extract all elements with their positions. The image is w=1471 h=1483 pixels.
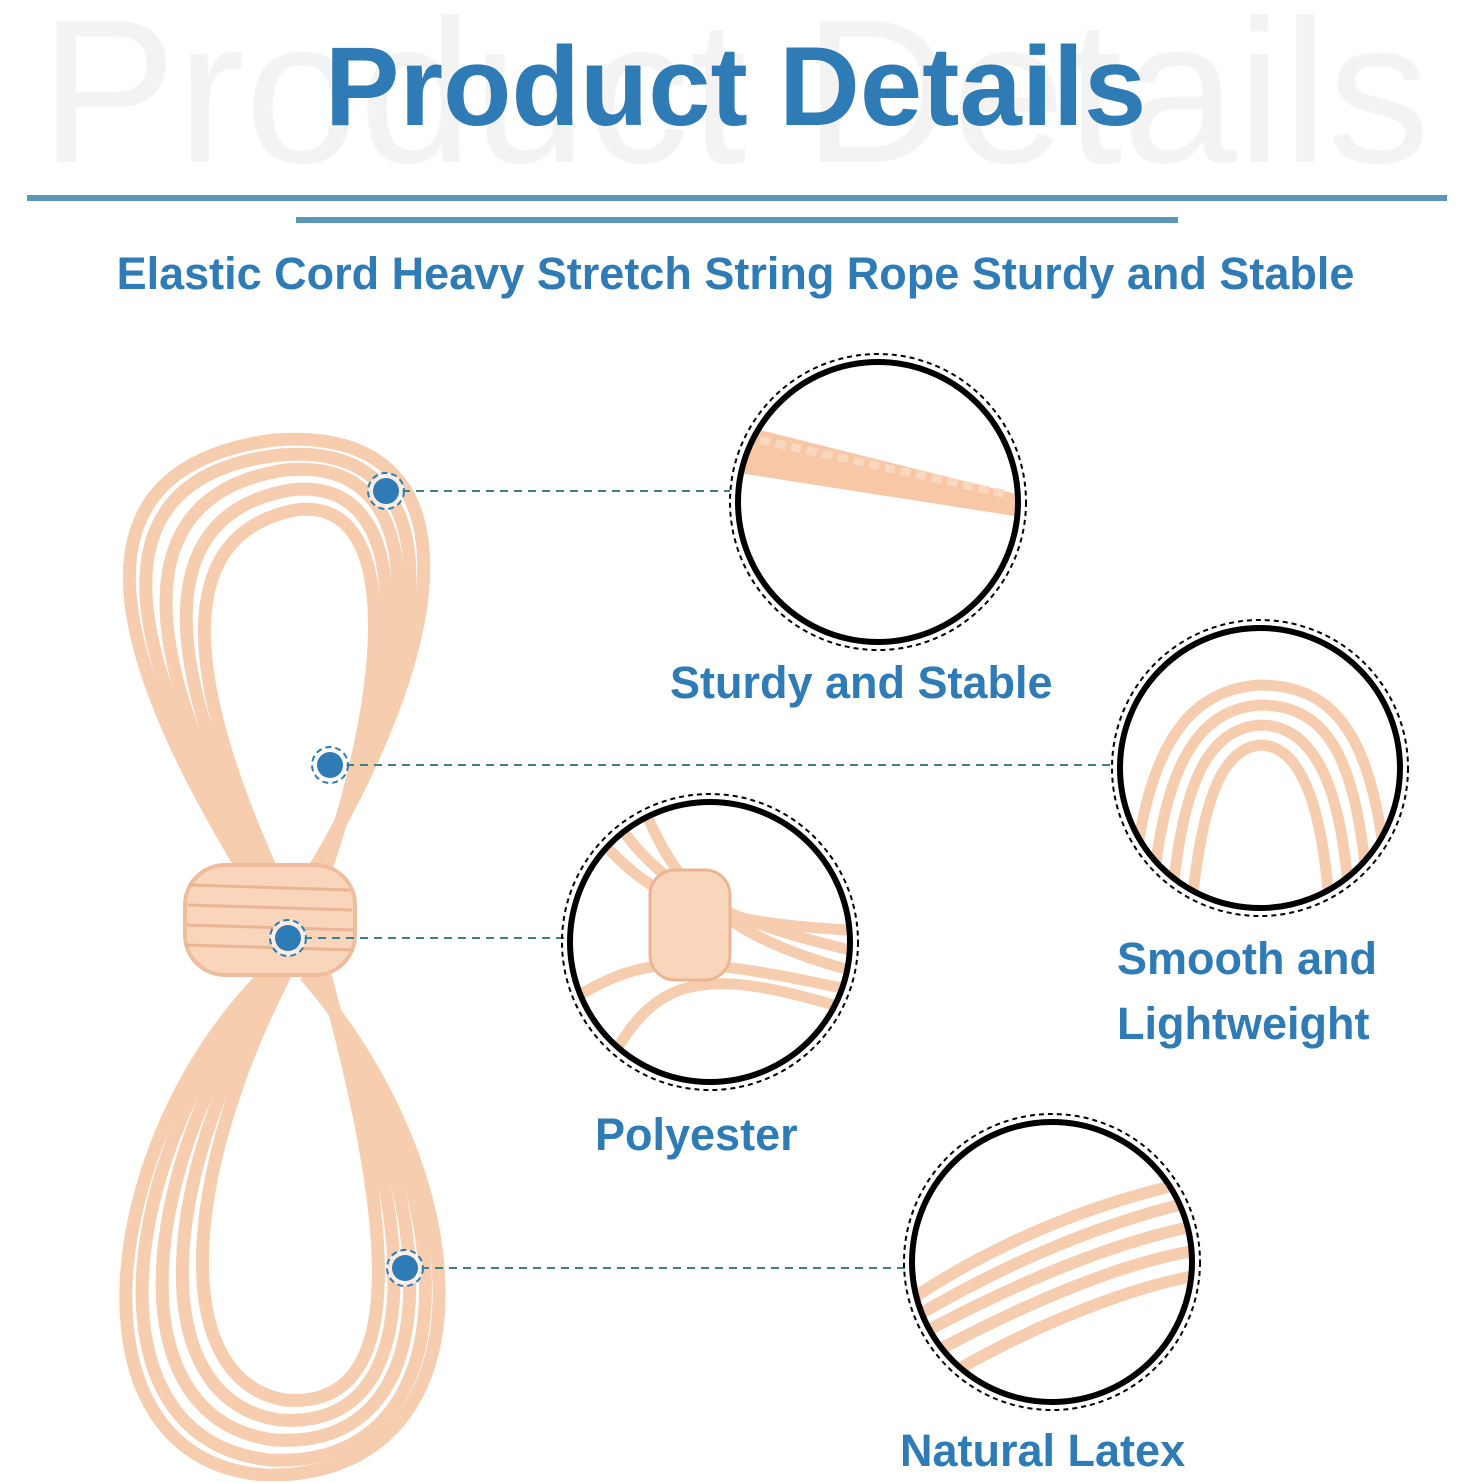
subtitle: Elastic Cord Heavy Stretch String Rope S… — [116, 248, 1355, 299]
feature-label-latex: Natural Latex — [900, 1425, 1186, 1476]
feature-label-sturdy: Sturdy and Stable — [670, 657, 1053, 708]
callout-dot-3 — [269, 919, 307, 957]
divider-long — [27, 195, 1447, 201]
detail-circle-smooth — [1111, 619, 1409, 917]
detail-circle-latex — [903, 1113, 1201, 1411]
callout-dots — [269, 472, 424, 1287]
detail-circle-polyester — [561, 793, 859, 1091]
callout-lines — [304, 490, 1110, 1269]
feature-label-smooth-line2: Lightweight — [1117, 998, 1370, 1049]
callout-dot-1 — [367, 472, 405, 510]
feature-label-smooth-line1: Smooth and — [1117, 933, 1377, 984]
watermark-image — [0, 0, 1471, 200]
elastic-cord-bundle-image — [119, 432, 446, 1481]
detail-circle-sturdy — [729, 353, 1027, 651]
callout-dot-2 — [311, 746, 349, 784]
divider-short — [296, 217, 1178, 223]
feature-label-polyester: Polyester — [595, 1109, 798, 1160]
callout-dot-4 — [386, 1249, 424, 1287]
page-title: Product Details — [324, 24, 1147, 149]
